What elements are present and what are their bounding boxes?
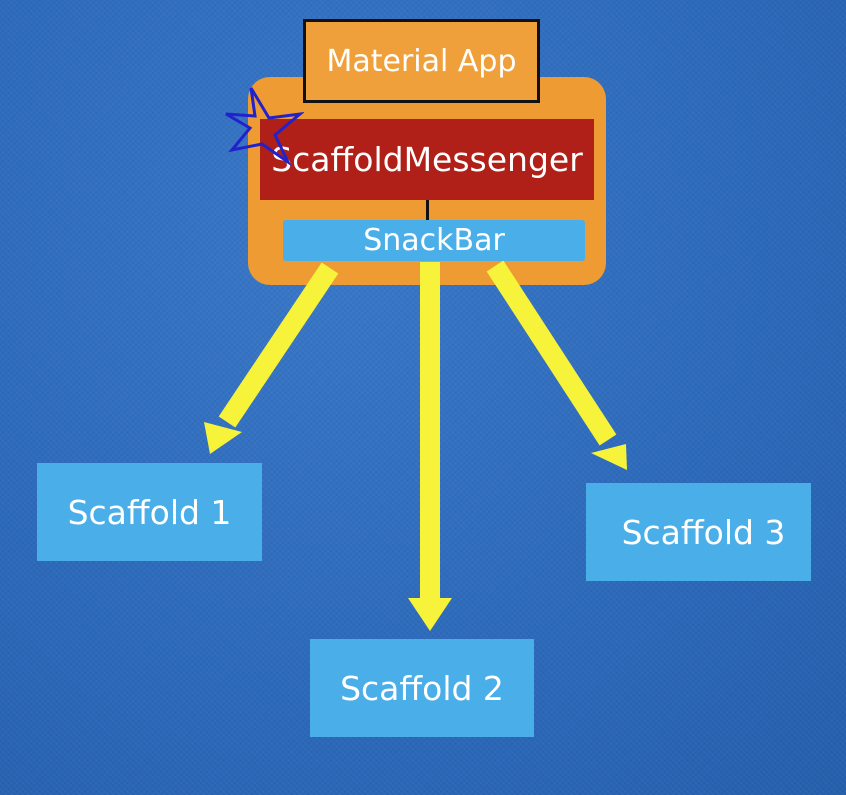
star-outline-icon bbox=[225, 87, 304, 166]
arrow-to-scaffold-1 bbox=[204, 262, 339, 454]
material-app-label: Material App bbox=[326, 43, 517, 79]
scaffold-1-node: Scaffold 1 bbox=[37, 463, 262, 561]
scaffold-3-label: Scaffold 3 bbox=[621, 512, 786, 552]
material-app-node: Material App bbox=[303, 19, 540, 103]
scaffold-2-node: Scaffold 2 bbox=[310, 639, 534, 737]
arrow-to-scaffold-2 bbox=[408, 262, 452, 631]
scaffold-1-label: Scaffold 1 bbox=[67, 492, 232, 532]
scaffold-messenger-node: ScaffoldMessenger bbox=[260, 119, 594, 200]
scaffold-3-node: Scaffold 3 bbox=[586, 483, 811, 581]
scaffold-messenger-label: ScaffoldMessenger bbox=[271, 140, 583, 179]
scaffold-2-label: Scaffold 2 bbox=[340, 668, 504, 708]
arrow-to-scaffold-3 bbox=[486, 260, 627, 470]
snackbar-label: SnackBar bbox=[363, 223, 505, 258]
snackbar-node: SnackBar bbox=[283, 220, 585, 261]
messenger-snackbar-connector bbox=[426, 200, 429, 221]
